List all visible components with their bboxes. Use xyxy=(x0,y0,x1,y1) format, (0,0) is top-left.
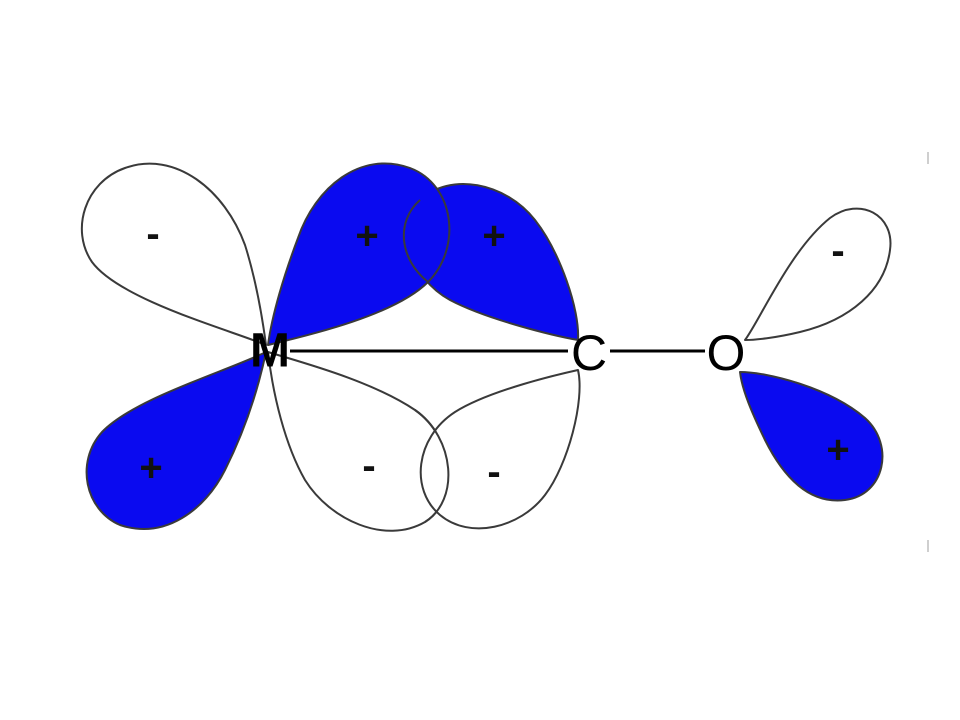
metal-lobe-lower-right xyxy=(267,351,450,532)
carbon-lobe-lower xyxy=(419,369,581,530)
metal-lower-right-sign: - xyxy=(362,444,375,488)
metal-lobe-lower-right-overlap-outline xyxy=(414,409,450,523)
oxygen-upper-sign: - xyxy=(831,229,844,273)
metal-lower-left-sign: + xyxy=(139,446,162,490)
carbon-atom-label: C xyxy=(571,325,607,381)
oxygen-lower-sign: + xyxy=(826,428,849,472)
metal-upper-right-sign: + xyxy=(355,214,378,258)
carbon-upper-sign: + xyxy=(482,214,505,258)
carbon-lower-sign: - xyxy=(487,450,500,494)
metal-lobe-upper-right xyxy=(267,162,451,346)
metal-lobe-upper-left xyxy=(80,162,267,346)
oxygen-atom-label: O xyxy=(707,325,746,381)
metal-upper-left-sign: - xyxy=(146,212,159,256)
metal-atom-label: M xyxy=(250,325,290,378)
carbon-lobe-upper-overlap-outline xyxy=(402,199,429,283)
oxygen-lobe-lower xyxy=(739,371,884,502)
metal-lobe-lower-left xyxy=(85,351,267,530)
oxygen-lobe-upper xyxy=(744,207,892,341)
